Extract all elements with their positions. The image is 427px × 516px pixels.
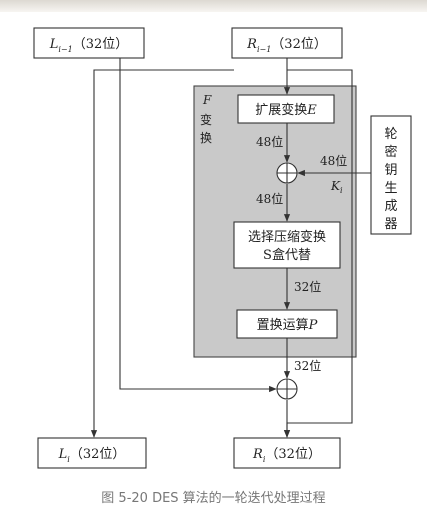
r-next-box: [233, 437, 341, 469]
l-next-box: [37, 437, 147, 469]
bits-48-sbox-label: 48位: [256, 191, 283, 206]
r-prev-box: [231, 27, 343, 59]
key-generator-box: [370, 115, 412, 235]
expand-box: [237, 94, 335, 124]
perm-label: 置换运算P: [257, 318, 318, 333]
key-gen-char-4: 成: [384, 199, 397, 214]
r-prev-label: Ri−1（32位）: [246, 37, 327, 54]
sbox-line1: 选择压缩变换: [248, 229, 326, 245]
key-gen-char-3: 生: [384, 181, 397, 196]
wire-r-to-li: [90, 69, 234, 438]
key-gen-char-5: 器: [384, 217, 397, 232]
expand-label: 扩展变换E: [255, 102, 317, 118]
sbox-box: [233, 221, 341, 269]
key-gen-char-1: 密: [384, 144, 397, 160]
f-text-1: 变: [200, 112, 212, 127]
bits-32-perm-label: 32位: [294, 279, 321, 294]
scan-top-strip: [0, 0, 427, 12]
bits-32-xor-label: 32位: [294, 358, 321, 373]
r-next-label: Ri（32位）: [252, 447, 321, 464]
f-text-2: 换: [200, 131, 212, 145]
key-gen-char-2: 钥: [384, 163, 397, 178]
figure-caption: 图 5-20 DES 算法的一轮迭代处理过程: [101, 491, 326, 506]
l-prev-box: [33, 27, 145, 59]
l-prev-label: Li−1（32位）: [49, 37, 129, 54]
perm-box: [236, 309, 338, 339]
f-label: F: [202, 93, 212, 107]
key-gen-char-0: 轮: [384, 127, 397, 142]
wire-l-to-xor: [119, 58, 277, 393]
sbox-line2: S盒代替: [263, 247, 311, 263]
bits-48-expand-label: 48位: [256, 134, 283, 149]
l-next-label: Li（32位）: [58, 447, 126, 464]
bits-48-key-label: 48位: [320, 153, 347, 168]
key-ki-label: Ki: [330, 179, 343, 195]
